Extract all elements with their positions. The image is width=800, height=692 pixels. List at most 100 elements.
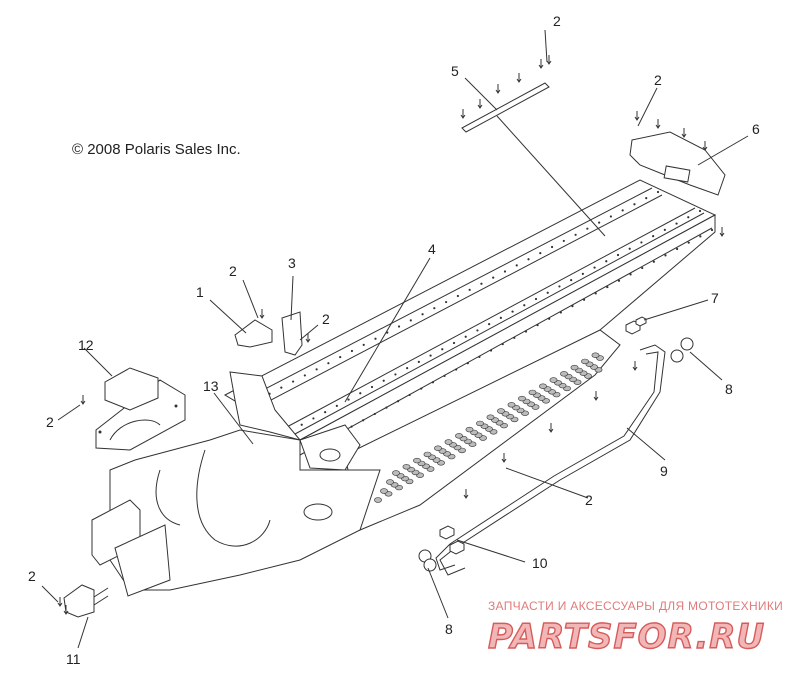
rivet: [515, 264, 518, 267]
rivet: [394, 373, 397, 376]
rivet: [409, 319, 412, 322]
rivet: [359, 392, 362, 395]
callout-2-rear: 2: [654, 72, 662, 88]
perforation-hole: [434, 445, 442, 451]
perforation-hole: [423, 451, 432, 458]
rivet: [280, 386, 283, 389]
rivet: [397, 325, 401, 328]
rivet: [408, 393, 411, 397]
part-1-bracket: [234, 319, 273, 348]
rivet: [443, 374, 446, 377]
rivet: [640, 241, 643, 244]
rivet: [664, 254, 667, 257]
rivet: [464, 335, 467, 338]
rivet: [710, 228, 714, 232]
tunnel-rivets: [244, 190, 714, 454]
rivet: [687, 241, 690, 244]
rivet-head: [501, 458, 507, 463]
rivet-head: [538, 64, 544, 69]
rivet: [676, 247, 679, 251]
rivet: [303, 374, 306, 377]
rivet: [606, 285, 609, 289]
running-board-perforations: [374, 352, 604, 503]
perforation-hole: [444, 439, 453, 445]
rivet: [548, 317, 551, 320]
hardware-8-lower: [418, 549, 437, 572]
rivet: [385, 406, 388, 409]
rivet: [675, 222, 678, 225]
rivet-head: [305, 338, 311, 343]
rivet: [480, 282, 483, 285]
rivet: [456, 294, 459, 298]
rivet: [420, 387, 423, 390]
rivet-head: [259, 314, 265, 319]
perforation-hole: [392, 470, 400, 476]
rivet: [382, 379, 385, 382]
rivet: [571, 305, 574, 308]
rivet: [373, 412, 376, 416]
rivet: [350, 425, 353, 428]
rivet-head: [80, 400, 86, 405]
rivet: [582, 298, 586, 301]
rivet: [570, 279, 573, 282]
rivet: [656, 190, 660, 194]
part-11-bracket: [63, 584, 95, 618]
rivet: [586, 227, 589, 230]
rivet: [598, 221, 601, 224]
rivet-head: [702, 146, 708, 151]
perforation-hole: [560, 371, 568, 377]
watermark-logo: PARTSFOR.RU: [488, 617, 765, 657]
rivet: [546, 291, 549, 294]
perforation-hole: [386, 479, 394, 485]
callout-4: 4: [428, 241, 436, 257]
upper-bracket: [229, 371, 302, 441]
rivet-head: [57, 602, 63, 607]
rivet: [574, 233, 577, 236]
rivet: [362, 419, 365, 422]
rivet: [687, 216, 690, 219]
rivet: [476, 329, 479, 332]
rivet: [327, 362, 330, 365]
front-chassis: [91, 371, 381, 597]
perforation-hole: [476, 420, 484, 427]
rivet: [347, 398, 350, 401]
callout-8-lower: 8: [445, 621, 453, 637]
rivet: [698, 209, 702, 213]
rivet: [558, 285, 561, 288]
perforation-hole: [455, 433, 463, 439]
callout-numbers: 1 2 2 2 2 2 2 2 3 4 5 6 7 8 8 9 10 11 12…: [28, 13, 760, 667]
fasteners: [57, 55, 725, 615]
callout-8-upper: 8: [725, 381, 733, 397]
leader-lines: [41, 29, 749, 649]
rivet-head: [477, 104, 483, 109]
rivet: [641, 266, 644, 270]
rivet: [513, 336, 516, 339]
rivet: [291, 380, 295, 383]
rivet: [594, 292, 597, 295]
part-9-bumper-bar: [435, 344, 666, 576]
rivet-head: [460, 114, 466, 119]
callout-2-bracket3: 2: [322, 311, 330, 327]
hardware-10: [439, 525, 465, 555]
perforation-hole: [539, 383, 547, 389]
rivet: [421, 313, 424, 316]
callout-2-rail: 2: [585, 492, 593, 508]
rivet: [501, 343, 504, 346]
rivet-head: [634, 116, 640, 121]
perforation-hole: [402, 464, 411, 470]
rivet: [324, 411, 327, 414]
rivet: [350, 349, 354, 353]
rivet: [489, 349, 493, 352]
rivet: [466, 362, 469, 365]
rivet: [527, 258, 530, 261]
rivet: [452, 341, 456, 345]
watermark: ЗАПЧАСТИ И АКСЕССУАРЫ ДЛЯ МОТОТЕХНИКИ PA…: [487, 599, 782, 658]
callout-12: 12: [78, 337, 94, 353]
hardware-8-upper: [670, 337, 694, 363]
rivet: [499, 316, 502, 319]
rivet: [370, 385, 374, 389]
rivet-head: [632, 366, 638, 371]
perforation-hole: [374, 497, 382, 503]
rivet: [645, 197, 648, 200]
